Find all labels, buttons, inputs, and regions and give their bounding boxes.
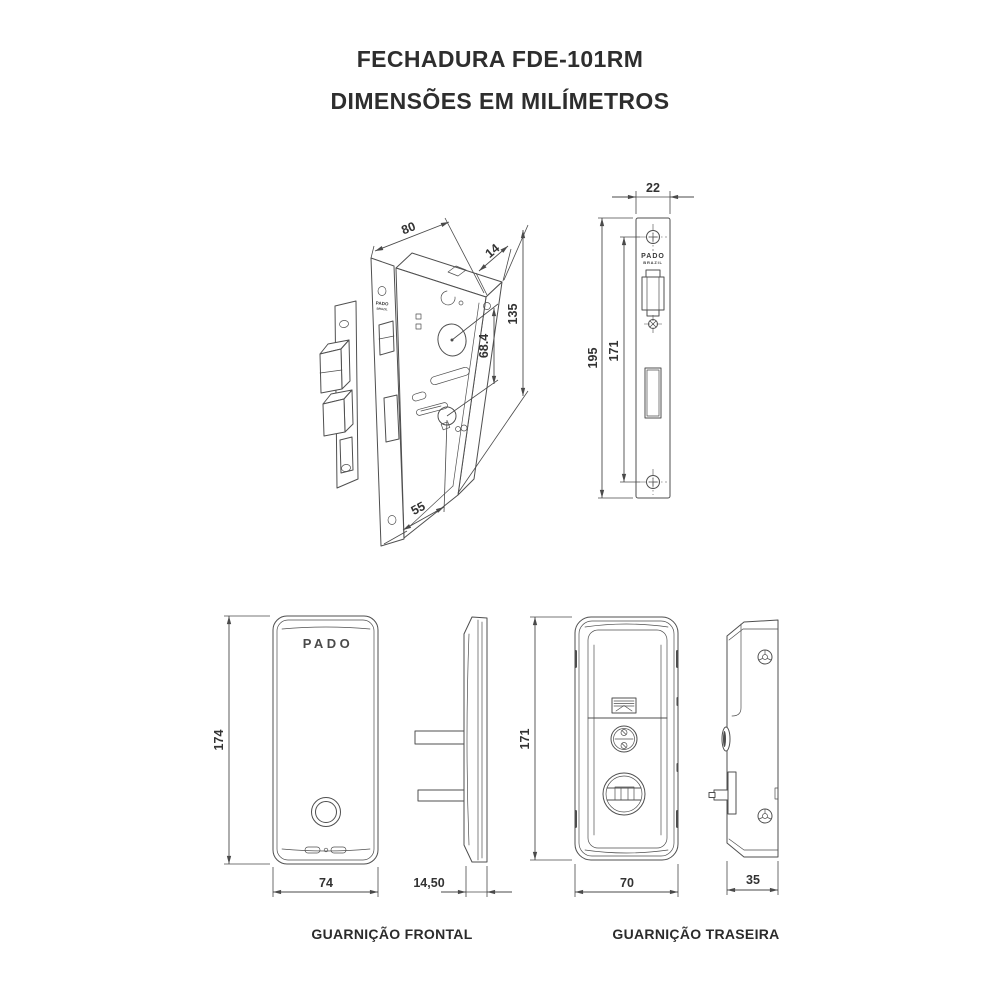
- deadbolt-slot-iso: [383, 394, 400, 443]
- brand-logo-iso: PADO: [376, 301, 389, 307]
- dim-label-rear-171: 171: [518, 729, 532, 750]
- dim-label-80: 80: [399, 219, 417, 237]
- dim-label-14-50: 14,50: [413, 876, 444, 890]
- keyhole-outer: [311, 797, 341, 827]
- dim-hub-to-cylinder: 68.4: [446, 303, 499, 417]
- dim-label-35: 35: [746, 873, 760, 887]
- strike-plate: [319, 300, 359, 489]
- dim-rear-escutcheon-width: 70: [574, 864, 679, 897]
- dim-label-195: 195: [586, 348, 600, 369]
- front-escutcheon-side: [414, 616, 488, 863]
- dim-label-74: 74: [319, 876, 333, 890]
- case-front-face: [395, 267, 487, 539]
- spindle-plate: [727, 771, 737, 815]
- faceplate-screw-bottom: [640, 469, 667, 495]
- front-escutcheon-body: PADO: [272, 615, 379, 865]
- edge-grip: [676, 697, 679, 706]
- mounting-pin-bottom: [417, 789, 465, 802]
- faceplate-plate: [635, 217, 671, 499]
- dim-label-174: 174: [212, 730, 226, 751]
- dim-rear-escutcheon-depth: 35: [726, 861, 779, 895]
- dim-case-height: 135: [457, 224, 529, 494]
- hub-hole: [437, 323, 467, 357]
- thumbturn-knob: [602, 772, 646, 816]
- indicator-slot-right: [330, 846, 347, 854]
- brand-logo-faceplate: PADO: [641, 253, 665, 260]
- page-subtitle: DIMENSÕES EM MILÍMETROS: [330, 88, 670, 114]
- brand-logo-front-escutcheon: PADO: [303, 636, 354, 651]
- side-screw-top: [757, 649, 773, 665]
- faceplate-screw-top: [640, 224, 667, 251]
- brand-logo-faceplate-2: BRAZIL: [643, 260, 662, 265]
- spindle-tip: [708, 792, 716, 798]
- dim-front-escutcheon-height: 174: [212, 615, 270, 865]
- deadbolt-slot: [644, 367, 662, 419]
- faceplate-front-view: PADO BRAZIL: [586, 181, 694, 499]
- rear-escutcheon-side: [708, 619, 779, 858]
- dim-case-depth: 80: [370, 217, 485, 294]
- edge-grip: [676, 650, 679, 668]
- edge-grip: [574, 810, 577, 828]
- dim-label-68-4: 68.4: [477, 334, 491, 358]
- dim-faceplate-screw-spacing: 171: [607, 236, 640, 483]
- faceplate-screw-small: [644, 315, 662, 333]
- dim-label-135: 135: [506, 304, 520, 325]
- front-escutcheon-view: PADO 174: [212, 615, 512, 897]
- dim-label-171: 171: [607, 341, 621, 362]
- battery-latch: [611, 697, 637, 714]
- dim-label-70: 70: [620, 876, 634, 890]
- spring-detail: [440, 290, 456, 306]
- dim-backset: 55: [383, 419, 448, 545]
- faceplate-iso: PADO BRAZIL: [370, 257, 405, 547]
- caption-guarnicao-traseira: GUARNIÇÃO TRASEIRA: [612, 926, 780, 942]
- dim-rear-escutcheon-height: 171: [518, 616, 572, 861]
- dim-faceplate-height: 195: [586, 217, 633, 499]
- dim-label-14: 14: [483, 241, 503, 261]
- page-title: FECHADURA FDE-101RM: [356, 46, 644, 72]
- dim-faceplate-width: 22: [612, 181, 694, 214]
- spindle-shaft: [713, 789, 729, 801]
- indicator-dot: [323, 847, 329, 853]
- edge-grip: [574, 650, 577, 668]
- side-screw-bottom: [757, 808, 773, 824]
- keyhole-inner: [315, 801, 337, 823]
- caption-guarnicao-frontal: GUARNIÇÃO FRONTAL: [311, 926, 473, 942]
- indicator-slot-left: [304, 846, 321, 854]
- mounting-pin-top: [414, 730, 465, 745]
- dim-label-22: 22: [646, 181, 660, 195]
- dim-front-escutcheon-depth: 14,50: [413, 866, 512, 897]
- edge-grip: [676, 763, 679, 772]
- rear-escutcheon-view: 171 70 35: [518, 616, 779, 897]
- lock-case: [395, 252, 503, 539]
- latch-bolt-iso: [378, 320, 395, 356]
- brand-logo-iso-2: BRAZIL: [376, 307, 387, 312]
- isometric-lock-view: PADO BRAZIL 80 14: [319, 217, 529, 547]
- side-slot: [774, 787, 779, 800]
- dim-label-55: 55: [409, 499, 428, 518]
- emergency-cylinder: [610, 725, 638, 753]
- edge-grip: [676, 810, 679, 828]
- rear-escutcheon-body: [574, 616, 679, 861]
- dim-front-escutcheon-width: 74: [272, 867, 379, 897]
- battery-cover-edge: [731, 623, 742, 717]
